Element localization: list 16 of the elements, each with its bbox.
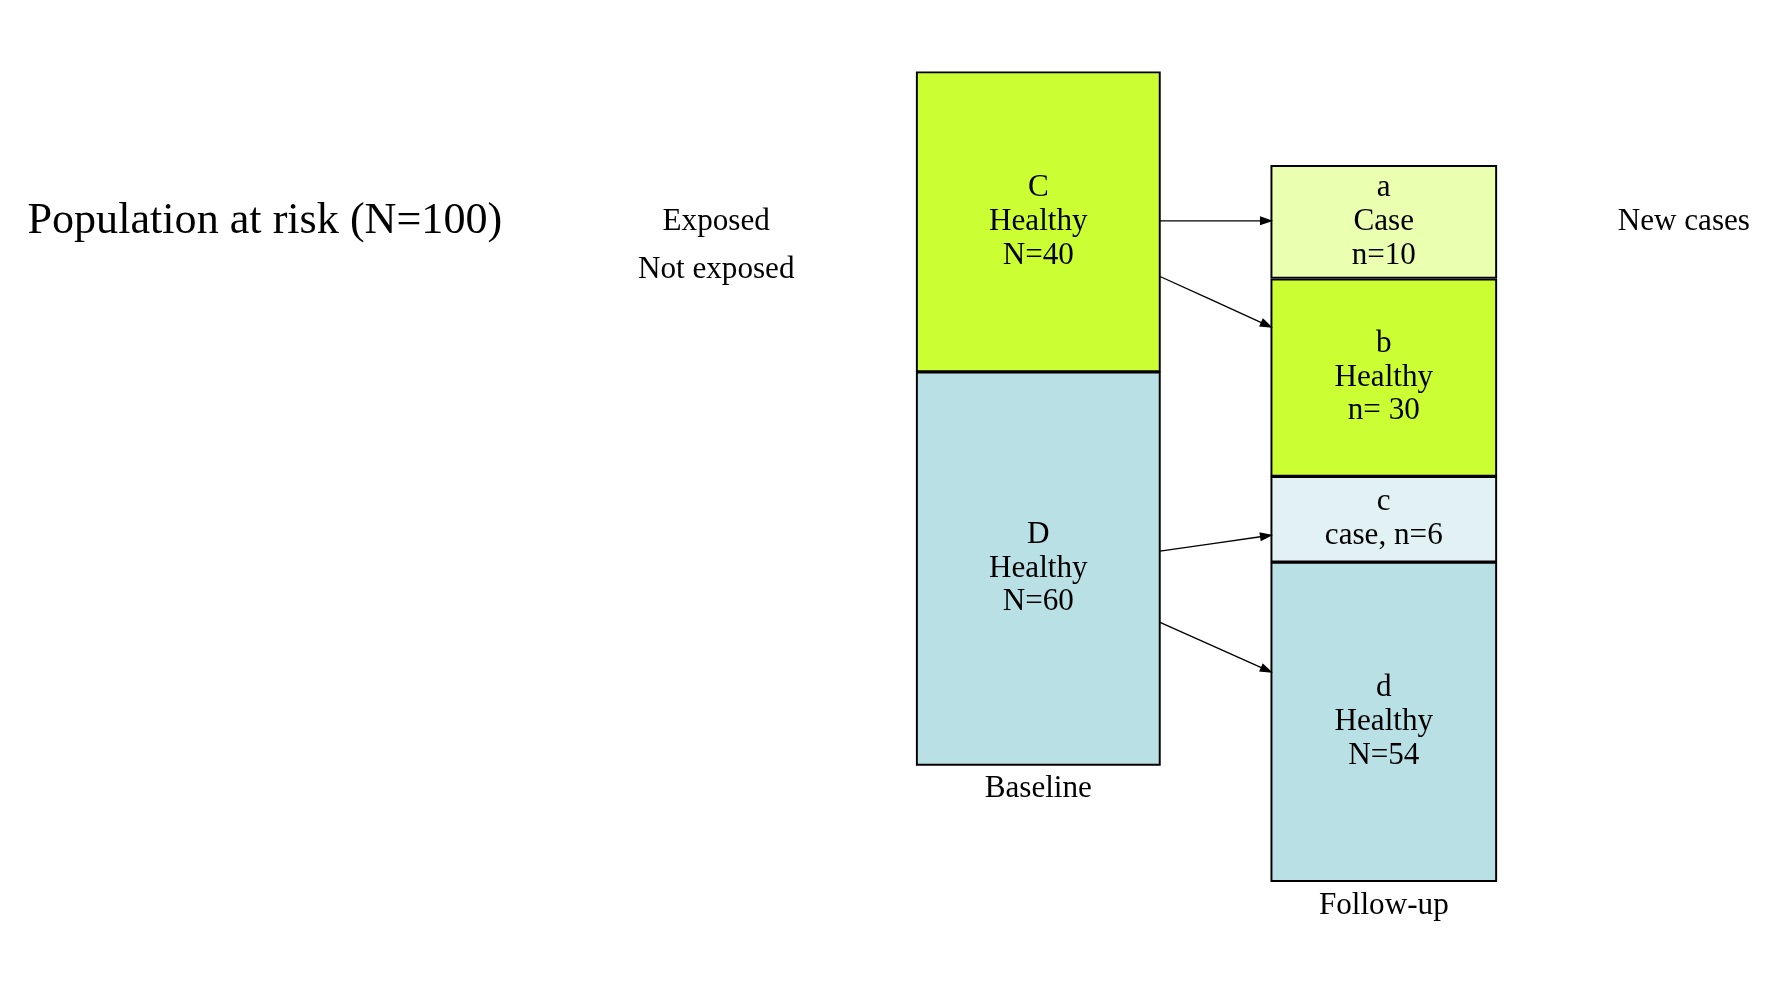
label: New cases: [1617, 201, 1750, 237]
arrow: [1158, 621, 1273, 673]
node-box: d Healthy N=54: [1269, 561, 1497, 882]
label: Baseline: [984, 768, 1092, 804]
node-box: c case, n=6: [1269, 475, 1497, 562]
label: Population at risk (N=100): [26, 193, 502, 243]
node-box: a Case n=10: [1269, 164, 1497, 279]
node-box: b Healthy n= 30: [1269, 278, 1497, 477]
label: Not exposed: [637, 249, 795, 285]
arrow: [1158, 275, 1273, 328]
node-box: C Healthy N=40: [915, 70, 1161, 372]
arrow: [1158, 215, 1273, 225]
node-box: D Healthy N=60: [915, 370, 1161, 766]
label: Follow-up: [1318, 885, 1449, 921]
label: Exposed: [662, 201, 770, 237]
arrow: [1158, 531, 1273, 552]
